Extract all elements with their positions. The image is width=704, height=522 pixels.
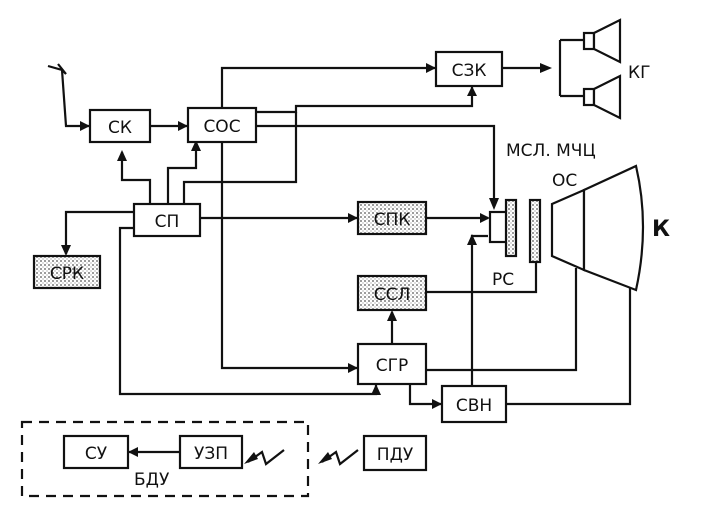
szk-block <box>434 50 504 88</box>
pdu-block <box>362 434 428 472</box>
ssl-block <box>356 274 428 312</box>
sk-block <box>88 108 152 144</box>
srk-label: СРК <box>50 264 84 284</box>
spk-block <box>356 200 428 236</box>
speaker-icon-bottom <box>582 74 622 120</box>
su-block <box>62 434 130 470</box>
sos-block <box>186 106 258 144</box>
sk-label: СК <box>108 118 132 138</box>
uzp-label: УЗП <box>194 444 228 464</box>
srk-block <box>32 254 102 290</box>
rs-label: РС <box>492 270 514 290</box>
sp-label: СП <box>155 212 180 232</box>
pdu-label: ПДУ <box>377 445 414 465</box>
ssl-label: ССЛ <box>374 285 411 305</box>
svn-block <box>440 384 508 424</box>
bdu-label: БДУ <box>134 470 170 490</box>
su-label: СУ <box>85 444 108 464</box>
uzp-block <box>178 434 244 470</box>
kinescope-icon <box>488 164 645 292</box>
sgr-block <box>356 342 428 386</box>
sos-label: СОС <box>203 117 240 137</box>
msl-mchc-label: МСЛ. МЧЦ <box>506 141 596 161</box>
os-label: ОС <box>552 171 577 191</box>
sgr-label: СГР <box>376 356 409 376</box>
arrowheads <box>61 63 552 464</box>
kg-label: КГ <box>628 63 650 83</box>
szk-label: СЗК <box>452 61 487 81</box>
spk-label: СПК <box>374 210 411 230</box>
sp-block <box>132 202 202 238</box>
k-label: К <box>652 217 670 242</box>
speaker-icon-top <box>582 18 622 64</box>
svn-label: СВН <box>456 396 492 416</box>
antenna-icon <box>47 63 90 128</box>
connections <box>20 38 632 498</box>
